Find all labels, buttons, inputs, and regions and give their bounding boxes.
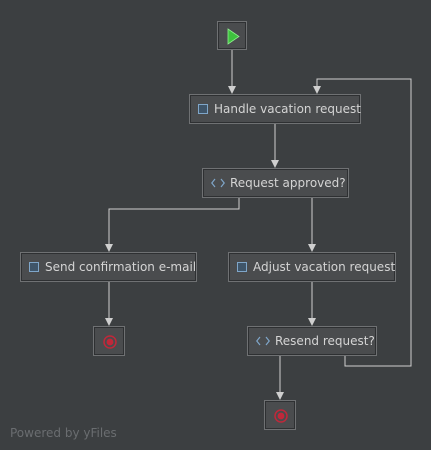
edge-resend-loop-to-handle[interactable] [313,78,412,367]
gateway-resend-request[interactable]: Resend request? [247,326,377,356]
edge-approved-to-send-email[interactable] [105,198,240,252]
gateway-diamond-icon [211,178,225,188]
start-event[interactable] [217,21,247,50]
end-event-after-email[interactable] [93,326,125,356]
gateway-label: Resend request? [275,334,375,348]
task-handle-vacation-request[interactable]: Handle vacation request [189,94,361,124]
task-send-confirmation-email[interactable]: Send confirmation e-mail [20,252,197,282]
task-label: Handle vacation request [214,102,361,116]
task-icon [29,262,39,272]
yfiles-watermark: Powered by yFiles [10,426,117,440]
gateway-request-approved[interactable]: Request approved? [202,168,349,198]
play-icon [227,28,240,45]
task-label: Adjust vacation request [253,260,396,274]
task-adjust-vacation-request[interactable]: Adjust vacation request [228,252,396,282]
task-icon [198,104,208,114]
gateway-label: Request approved? [230,176,346,190]
end-event-after-resend[interactable] [264,400,296,430]
task-label: Send confirmation e-mail [45,260,197,274]
gateway-diamond-icon [256,336,270,346]
end-event-icon [103,335,117,349]
task-icon [237,262,247,272]
end-event-icon [274,409,288,423]
